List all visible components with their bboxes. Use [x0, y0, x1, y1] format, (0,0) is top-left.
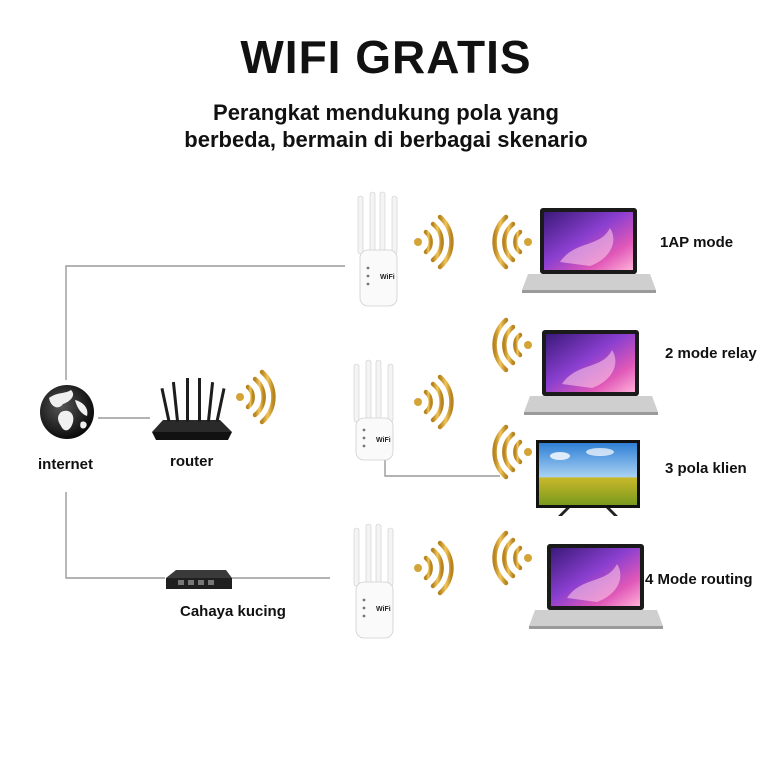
- svg-text:WiFi: WiFi: [376, 437, 391, 444]
- svg-text:WiFi: WiFi: [376, 606, 391, 613]
- optical-modem-icon: [166, 570, 232, 589]
- laptop-icon: [522, 208, 656, 293]
- mode-label-2: 2 mode relay: [665, 345, 757, 362]
- wifi-extender-3: WiFi: [353, 523, 394, 639]
- router-icon: [152, 378, 232, 440]
- svg-text:WiFi: WiFi: [380, 274, 395, 281]
- line-extender-2-to-tv: [384, 458, 500, 477]
- mode-label-4: 4 Mode routing: [645, 571, 753, 588]
- line-internet-to-cat: [65, 492, 165, 579]
- tv-icon: [536, 440, 640, 516]
- wifi-wave-icon: [414, 214, 454, 270]
- wifi-wave-icon: [492, 317, 532, 373]
- wifi-wave-icon: [414, 540, 454, 596]
- subtitle-line-1: Perangkat mendukung pola yang: [213, 100, 559, 125]
- router-label: router: [170, 453, 214, 470]
- connection-lines: [65, 265, 500, 579]
- wifi-wave-icon: [492, 424, 532, 480]
- wifi-wave-icon: [492, 530, 532, 586]
- wifi-extender-1: WiFi: [357, 191, 398, 307]
- laptop-icon: [524, 330, 658, 415]
- page-title: WIFI GRATIS: [240, 31, 532, 83]
- globe-icon: [40, 385, 94, 439]
- mode-label-3: 3 pola klien: [665, 460, 747, 477]
- wifi-wave-icon: [414, 374, 454, 430]
- wifi-extender-2: WiFi: [353, 359, 394, 461]
- wifi-wave-icon: [492, 214, 532, 270]
- internet-label: internet: [38, 456, 94, 473]
- line-internet-to-extender-1: [65, 265, 345, 380]
- wifi-wave-icon: [236, 369, 276, 425]
- laptop-icon: [529, 544, 663, 629]
- optical-modem-label: Cahaya kucing: [180, 603, 286, 620]
- mode-label-1: 1AP mode: [660, 234, 734, 251]
- subtitle-line-2: berbeda, bermain di berbagai skenario: [184, 127, 588, 152]
